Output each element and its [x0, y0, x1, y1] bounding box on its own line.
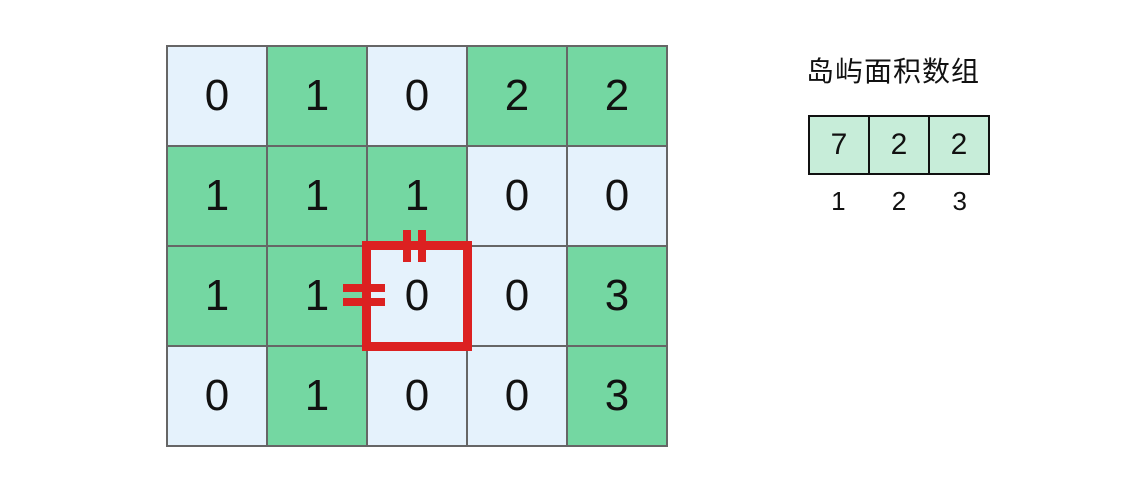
merge-mark-bar: [418, 230, 426, 262]
grid-cell: 0: [467, 246, 567, 346]
grid-cell: 0: [467, 146, 567, 246]
island-grid: 0 1 0 2 2 1 1 1 0 0 1 1 0 0 3 0 1: [166, 45, 668, 447]
grid-cell: 1: [367, 146, 467, 246]
grid-cell: 0: [167, 346, 267, 446]
merge-mark-left-icon: [343, 284, 385, 306]
grid-cell: 1: [267, 246, 367, 346]
grid-cell: 3: [567, 246, 667, 346]
grid-cell: 0: [367, 346, 467, 446]
grid-cell-value: 0: [404, 271, 430, 320]
grid-cell: 1: [167, 146, 267, 246]
merge-mark-bar: [403, 230, 411, 262]
grid-cell: 1: [267, 346, 367, 446]
grid-cell: 2: [467, 46, 567, 146]
merge-mark-top-icon: [403, 230, 426, 262]
grid-cell: 1: [167, 246, 267, 346]
grid-cell: 0: [367, 46, 467, 146]
array-index-row: 1 2 3: [808, 188, 990, 214]
grid-cell: 0: [167, 46, 267, 146]
array-cell: 7: [808, 115, 870, 175]
grid-cell: 0: [567, 146, 667, 246]
panel-title: 岛屿面积数组: [806, 56, 981, 87]
grid-cell: 0: [467, 346, 567, 446]
grid-cell: 1: [267, 146, 367, 246]
array-index-label: 1: [831, 186, 846, 216]
grid-cell: 2: [567, 46, 667, 146]
grid-cell-highlighted: 0: [343, 230, 472, 351]
island-area-array: 7 2 2: [808, 115, 990, 175]
merge-mark-bar: [343, 284, 385, 292]
array-cell: 2: [928, 115, 990, 175]
array-index-label: 3: [952, 186, 967, 216]
merge-mark-bar: [343, 298, 385, 306]
grid-cell: 1: [267, 46, 367, 146]
grid-cell: 3: [567, 346, 667, 446]
array-index-label: 2: [891, 186, 907, 216]
array-cell: 2: [868, 115, 930, 175]
